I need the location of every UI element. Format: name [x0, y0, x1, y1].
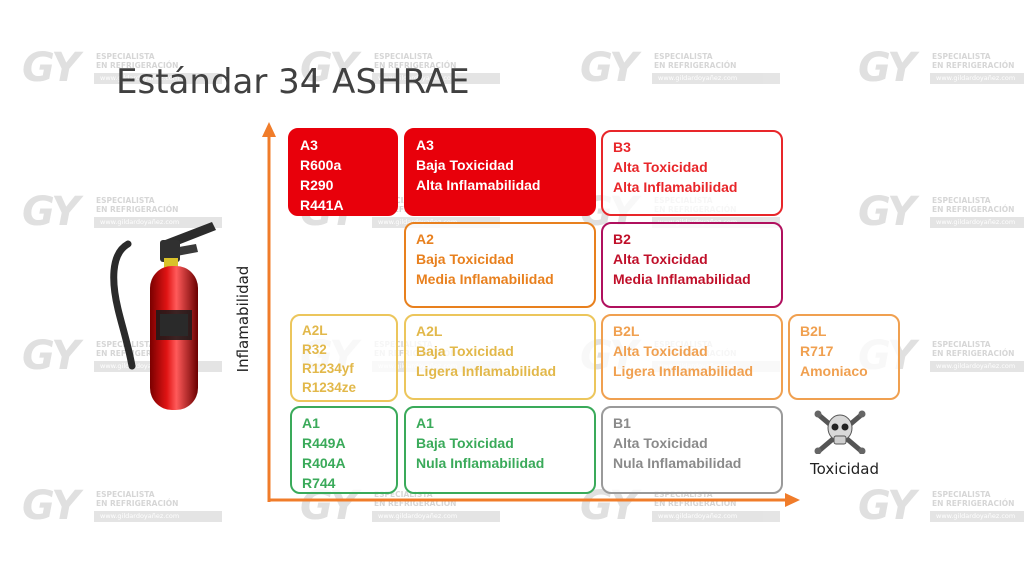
cell-a2l-refrigerants: A2L R32 R1234yf R1234ze — [290, 314, 398, 402]
y-axis-arrowhead — [262, 122, 276, 137]
y-axis-label: Inflamabilidad — [234, 265, 252, 373]
cell-a1-refrigerants: A1 R449A R404A R744 — [290, 406, 398, 494]
slide-title: Estándar 34 ASHRAE — [116, 62, 470, 102]
cell-a2: A2 Baja Toxicidad Media Inflamabilidad — [404, 222, 596, 308]
fire-extinguisher-icon — [110, 222, 216, 410]
cell-b2l: B2L Alta Toxicidad Ligera Inflamabilidad — [601, 314, 783, 400]
watermark-logo: GY ESPECIALISTA EN REFRIGERACIÓN www.gil… — [858, 190, 1024, 238]
cell-b3: B3 Alta Toxicidad Alta Inflamabilidad — [601, 130, 783, 216]
skull-crossbones-icon — [814, 410, 866, 454]
watermark-logo: GY ESPECIALISTA EN REFRIGERACIÓN www.gil… — [22, 484, 222, 532]
x-axis-label: Toxicidad — [810, 460, 880, 478]
x-axis-arrowhead — [785, 493, 800, 507]
cell-a1: A1 Baja Toxicidad Nula Inflamabilidad — [404, 406, 596, 494]
cell-b2l-refrigerants: B2L R717 Amoniaco — [788, 314, 900, 400]
cell-b1: B1 Alta Toxicidad Nula Inflamabilidad — [601, 406, 783, 494]
watermark-logo: GY ESPECIALISTA EN REFRIGERACIÓN www.gil… — [22, 190, 222, 238]
watermark-logo: GY ESPECIALISTA EN REFRIGERACIÓN www.gil… — [858, 46, 1024, 94]
cell-a3: A3 Baja Toxicidad Alta Inflamabilidad — [404, 128, 596, 216]
cell-a2l: A2L Baja Toxicidad Ligera Inflamabilidad — [404, 314, 596, 400]
watermark-logo: GY ESPECIALISTA EN REFRIGERACIÓN www.gil… — [580, 46, 780, 94]
cell-b2: B2 Alta Toxicidad Media Inflamabilidad — [601, 222, 783, 308]
cell-a3-refrigerants: A3 R600a R290 R441A — [288, 128, 398, 216]
watermark-logo: GY ESPECIALISTA EN REFRIGERACIÓN www.gil… — [22, 46, 222, 94]
watermark-logo: GY ESPECIALISTA EN REFRIGERACIÓN www.gil… — [300, 46, 500, 94]
watermark-logo: GY ESPECIALISTA EN REFRIGERACIÓN www.gil… — [858, 484, 1024, 532]
